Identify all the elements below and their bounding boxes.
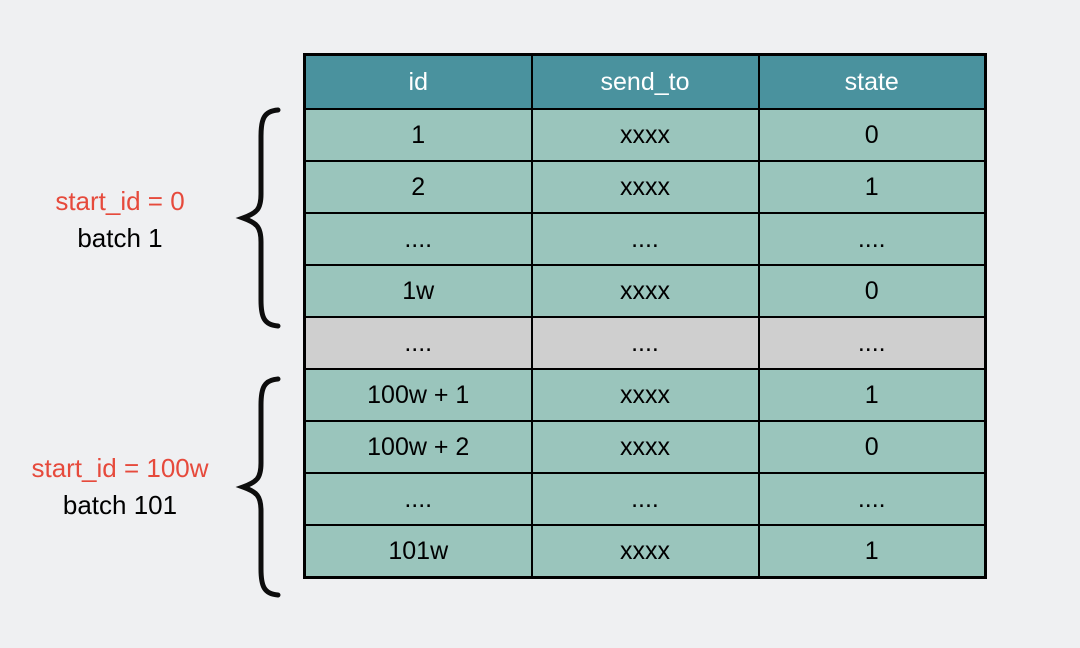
cell-id: 100w + 1 (303, 368, 533, 422)
cell-send-to: .... (530, 316, 760, 370)
table-row: 2 xxxx 1 (303, 160, 987, 214)
table-header-row: id send_to state (303, 53, 987, 110)
cell-send-to: .... (530, 212, 760, 266)
table-row: 1 xxxx 0 (303, 108, 987, 162)
cell-state: 0 (757, 264, 987, 318)
cell-state: .... (757, 316, 987, 370)
annotation-batch-101: start_id = 100w batch 101 (15, 450, 225, 524)
cell-send-to: xxxx (530, 160, 760, 214)
table-row: 100w + 2 xxxx 0 (303, 420, 987, 474)
start-id-label: start_id = 0 (55, 186, 185, 216)
cell-state: 1 (757, 160, 987, 214)
column-header-id: id (303, 53, 533, 110)
curly-brace-batch-1 (235, 107, 281, 329)
table-row-separator: .... .... .... (303, 316, 987, 370)
cell-send-to: .... (530, 472, 760, 526)
cell-send-to: xxxx (530, 524, 760, 579)
curly-brace-batch-101 (235, 376, 281, 598)
table-row: 1w xxxx 0 (303, 264, 987, 318)
cell-id: .... (303, 472, 533, 526)
column-header-send-to: send_to (530, 53, 760, 110)
message-table: id send_to state 1 xxxx 0 2 xxxx 1 .... … (303, 53, 987, 579)
cell-id: .... (303, 316, 533, 370)
table-row: 100w + 1 xxxx 1 (303, 368, 987, 422)
batch-label: batch 101 (62, 490, 178, 520)
cell-id: 2 (303, 160, 533, 214)
cell-id: 1w (303, 264, 533, 318)
column-header-state: state (757, 53, 987, 110)
cell-state: 0 (757, 108, 987, 162)
cell-id: 1 (303, 108, 533, 162)
cell-send-to: xxxx (530, 368, 760, 422)
start-id-label: start_id = 100w (31, 453, 209, 483)
table-row-ellipsis: .... .... .... (303, 212, 987, 266)
cell-state: 1 (757, 368, 987, 422)
cell-id: 101w (303, 524, 533, 579)
cell-send-to: xxxx (530, 108, 760, 162)
table-row: 101w xxxx 1 (303, 524, 987, 579)
cell-send-to: xxxx (530, 420, 760, 474)
cell-state: 0 (757, 420, 987, 474)
annotation-batch-1: start_id = 0 batch 1 (15, 183, 225, 257)
cell-send-to: xxxx (530, 264, 760, 318)
cell-state: .... (757, 212, 987, 266)
cell-state: .... (757, 472, 987, 526)
cell-state: 1 (757, 524, 987, 579)
cell-id: 100w + 2 (303, 420, 533, 474)
table-row-ellipsis: .... .... .... (303, 472, 987, 526)
cell-id: .... (303, 212, 533, 266)
batch-label: batch 1 (77, 223, 163, 253)
